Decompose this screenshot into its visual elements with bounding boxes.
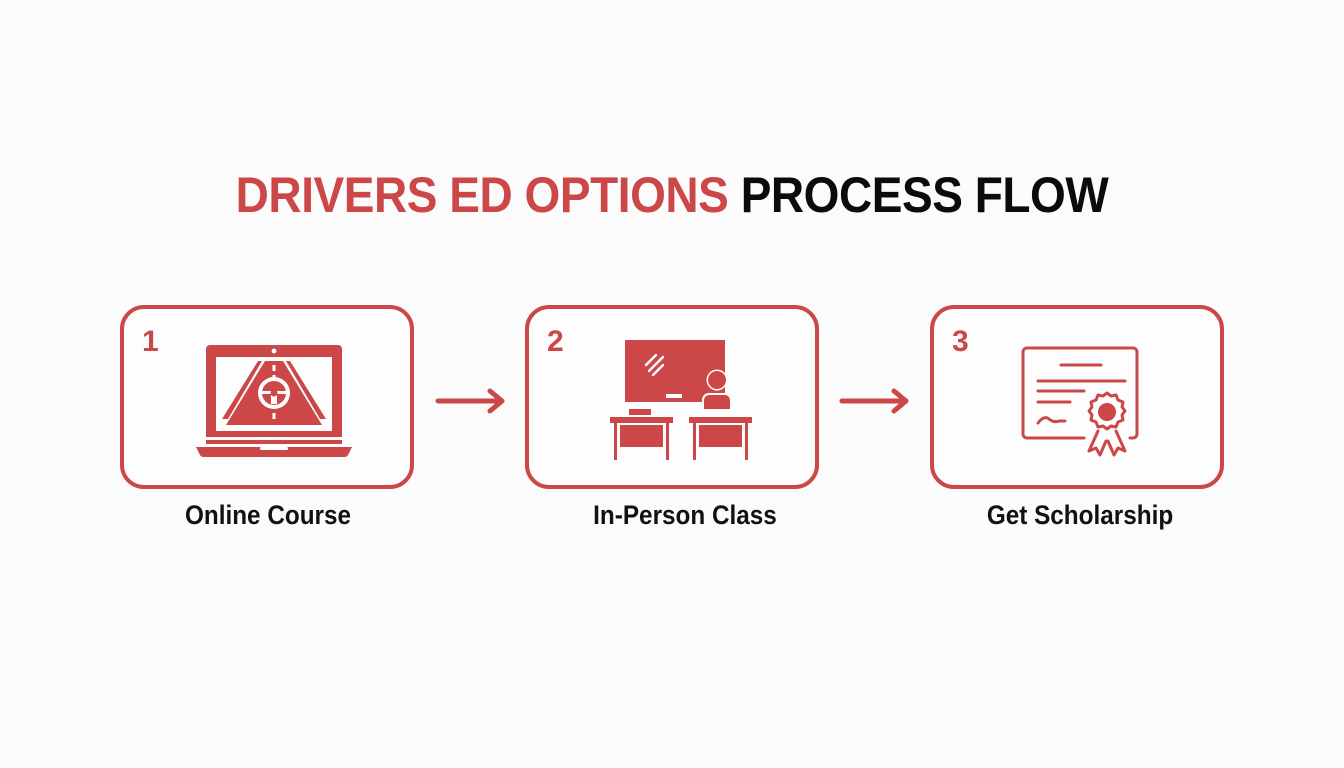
laptop-road-steering-wheel-icon bbox=[196, 345, 352, 458]
step-label-online-course: Online Course bbox=[184, 500, 352, 530]
step-label-get-scholarship: Get Scholarship bbox=[986, 500, 1174, 530]
step-box-get-scholarship: 3 bbox=[930, 305, 1224, 489]
arrow-right-icon bbox=[435, 388, 505, 414]
arrow-right-icon bbox=[839, 388, 909, 414]
page-title: DRIVERS ED OPTIONS PROCESS FLOW bbox=[54, 166, 1290, 224]
certificate-award-ribbon-icon bbox=[1021, 346, 1139, 457]
step-number: 2 bbox=[547, 325, 564, 358]
step-number: 3 bbox=[952, 325, 969, 358]
title-accent: DRIVERS ED OPTIONS bbox=[235, 167, 729, 223]
step-label-in-person-class: In-Person Class bbox=[593, 500, 777, 530]
step-number: 1 bbox=[142, 325, 159, 358]
step-box-online-course: 1 bbox=[120, 305, 414, 489]
title-dark: PROCESS FLOW bbox=[740, 167, 1109, 223]
step-box-in-person-class: 2 bbox=[525, 305, 819, 489]
classroom-whiteboard-desks-icon bbox=[610, 340, 752, 460]
